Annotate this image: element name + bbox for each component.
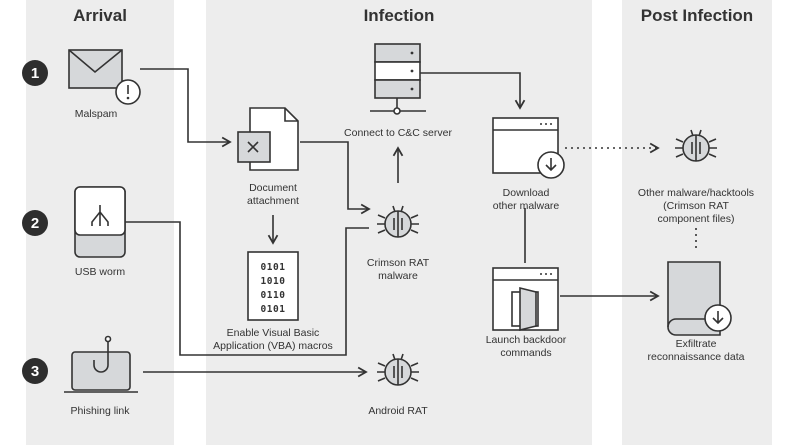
server-icon	[370, 43, 426, 115]
envelope-icon	[68, 49, 123, 89]
post-infection-title: Post Infection	[640, 6, 754, 25]
step-3-badge: 3	[22, 358, 48, 384]
post-infection-column	[622, 0, 772, 445]
phishing-link-label: Phishing link	[70, 405, 130, 417]
usb-worm-label: USB worm	[74, 266, 126, 278]
vba-bits-row: 0110	[261, 290, 286, 301]
connectors	[125, 68, 697, 378]
laptop-hook-icon	[64, 335, 138, 393]
android-rat-label: Android RAT	[368, 405, 428, 417]
arrival-title: Arrival	[73, 6, 127, 25]
usb-icon	[74, 186, 126, 258]
vba-bits-row: 0101	[261, 304, 286, 315]
infection-title: Infection	[363, 6, 435, 25]
backdoor-window-icon	[492, 267, 559, 332]
other-malware-bug-icon	[674, 129, 718, 162]
malspam-label: Malspam	[74, 108, 118, 120]
step-2-badge: 2	[22, 210, 48, 236]
download-window-icon	[492, 117, 565, 179]
cnc-label: Connect to C&C server	[344, 127, 452, 139]
vba-bits-row: 1010	[261, 276, 286, 287]
crimson-rat-bug-icon	[376, 205, 420, 238]
android-rat-bug-icon	[376, 353, 420, 386]
document-icon	[237, 107, 299, 171]
vba-binary-icon: 0101 1010 0110 0101	[247, 251, 299, 321]
step-1-badge: 1	[22, 60, 48, 86]
alert-icon	[115, 79, 141, 105]
vba-bits-row: 0101	[261, 262, 286, 273]
exfil-book-icon	[667, 261, 732, 336]
